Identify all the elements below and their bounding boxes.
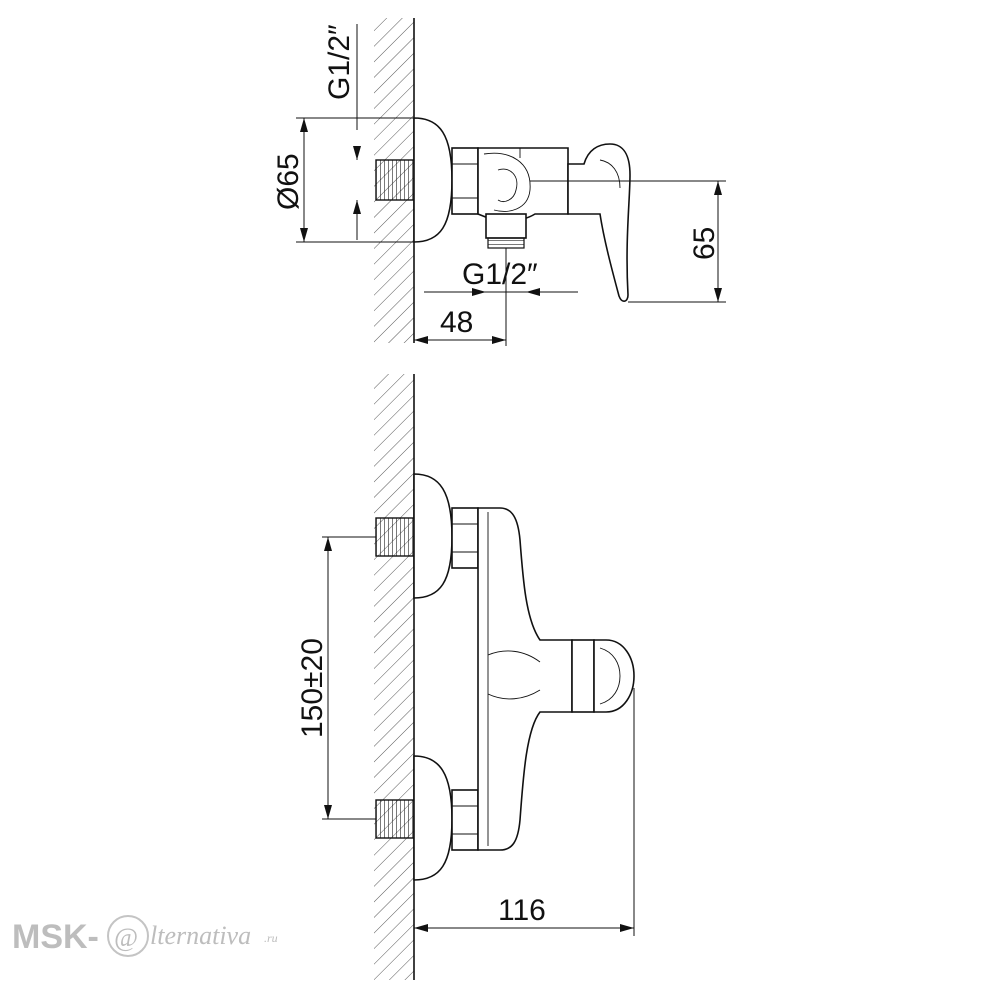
dim-front-spacing-text: 150±20 <box>296 638 329 738</box>
dim-side-thread-top-text: G1/2″ <box>323 24 356 100</box>
side-view: G1/2″ Ø65 G1/2″ 48 <box>272 18 726 346</box>
front-inlet-upper <box>375 473 479 599</box>
dim-side-depth-text: 48 <box>440 306 473 339</box>
dim-side-height-text: 65 <box>688 227 721 260</box>
watermark-tld: .ru <box>264 931 278 945</box>
dim-side-diameter-text: Ø65 <box>272 153 305 210</box>
dim-side-diameter: Ø65 <box>272 117 414 243</box>
dim-side-thread-top: G1/2″ <box>323 24 361 240</box>
watermark-at-ring <box>107 915 149 957</box>
dim-side-outlet-thread-text: G1/2″ <box>462 258 538 291</box>
side-mixer-body <box>477 147 569 222</box>
side-inlet-thread <box>375 159 415 201</box>
front-wall <box>374 374 415 980</box>
watermark: MSK- @ lternativa .ru <box>12 915 278 957</box>
dim-front-spacing: 150±20 <box>296 536 376 820</box>
dim-side-outlet-thread: G1/2″ <box>424 258 578 296</box>
dim-front-projection: 116 <box>414 688 635 936</box>
front-view: 150±20 116 <box>296 374 635 980</box>
watermark-at-symbol: @ <box>114 923 138 952</box>
dim-side-depth: 48 <box>414 248 507 346</box>
side-lever-handle <box>567 143 631 302</box>
watermark-prefix: MSK- <box>12 918 99 956</box>
side-hex-nut <box>451 147 479 215</box>
front-inlet-lower <box>375 755 479 881</box>
front-mixer-body <box>477 507 573 851</box>
dim-side-height: 65 <box>530 180 726 303</box>
watermark-suffix: lternativa <box>150 921 251 950</box>
front-lever-knob <box>571 639 635 713</box>
side-outlet-stub <box>485 213 527 249</box>
side-escutcheon <box>413 117 453 243</box>
dim-front-projection-text: 116 <box>498 894 546 927</box>
